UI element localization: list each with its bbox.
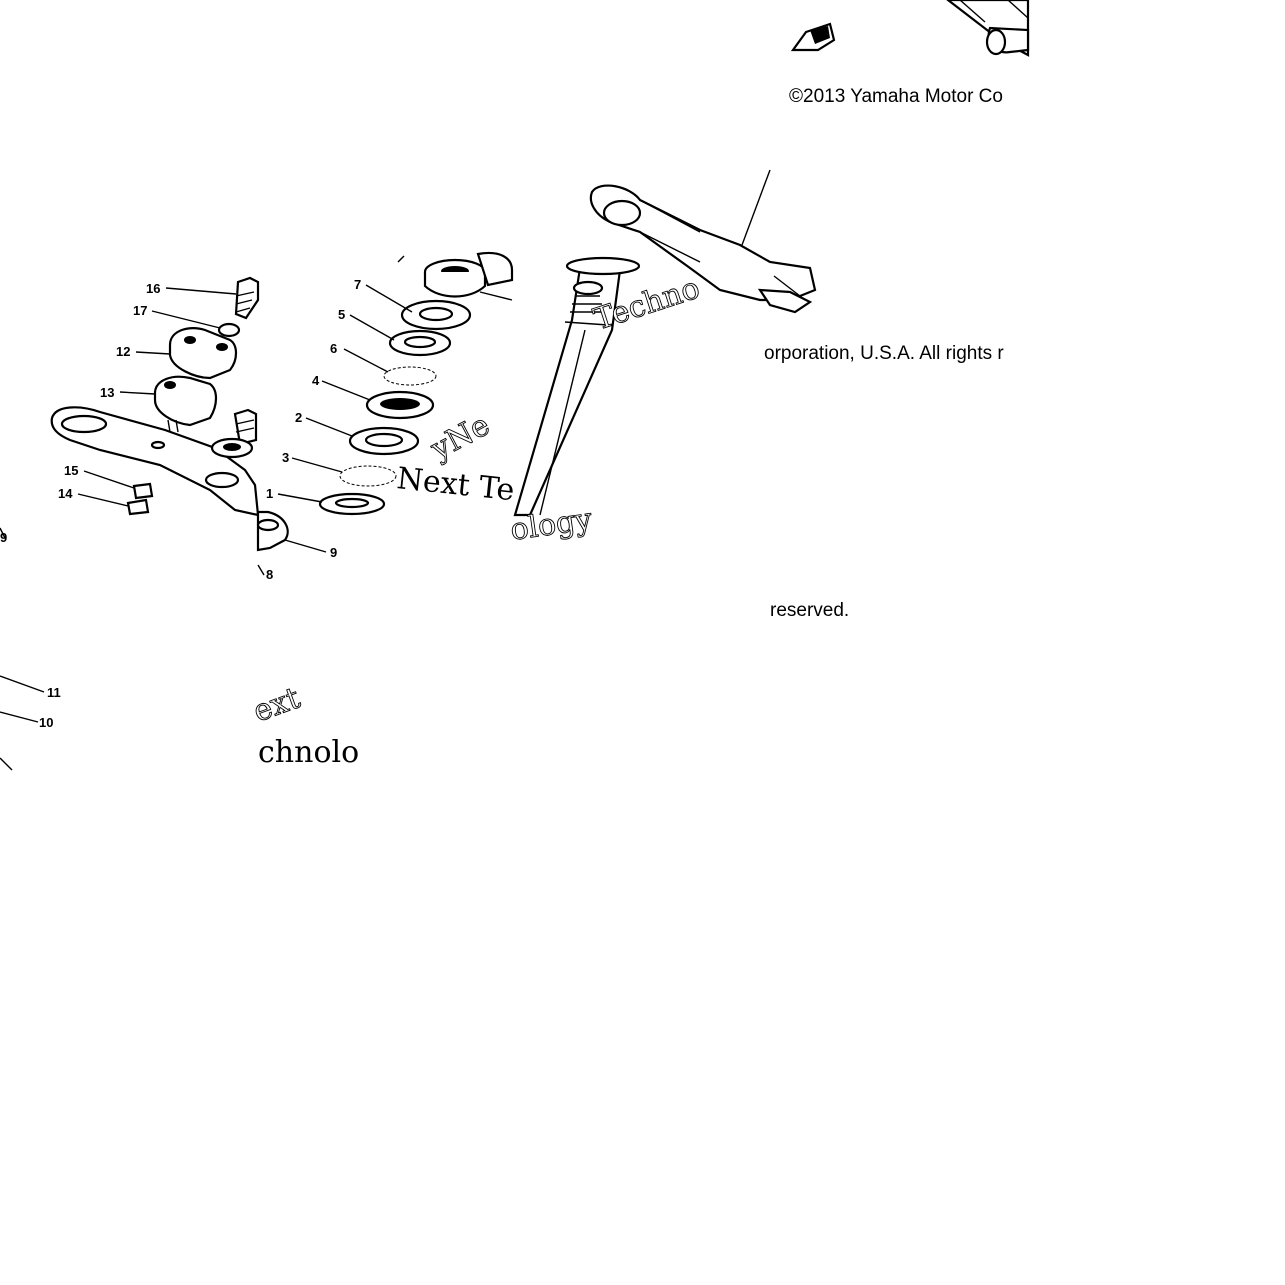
callout-15: 15 bbox=[64, 463, 78, 478]
callout-8: 8 bbox=[266, 567, 273, 582]
handlebar-bracket bbox=[50, 276, 260, 517]
watermark-a: yNe bbox=[424, 408, 495, 468]
top-right-fragment bbox=[946, 0, 1030, 57]
watermark-b: Next Te bbox=[395, 461, 516, 508]
callout-7: 7 bbox=[354, 277, 361, 292]
callout-16: 16 bbox=[146, 281, 160, 296]
lower-bracket-fragment bbox=[256, 510, 289, 576]
watermark-e: ext bbox=[249, 681, 305, 730]
bottom-left-fragment bbox=[0, 527, 45, 771]
clip-icon bbox=[790, 22, 836, 52]
watermark: yNe Next Te ology Techno ext chnolo bbox=[248, 270, 704, 770]
copyright-line-1: ©2013 Yamaha Motor Co bbox=[789, 86, 1003, 107]
callout-numbers: 16 17 12 13 15 14 7 5 6 4 2 3 1 9 8 9 11… bbox=[0, 277, 361, 730]
bearing-stack bbox=[318, 251, 514, 516]
watermark-f: chnolo bbox=[258, 735, 359, 770]
callout-12: 12 bbox=[116, 344, 130, 359]
callout-5: 5 bbox=[338, 307, 345, 322]
leader-lines bbox=[77, 284, 413, 553]
callout-10: 10 bbox=[39, 715, 53, 730]
steering-stem bbox=[513, 256, 641, 517]
callout-9: 9 bbox=[330, 545, 337, 560]
callout-17: 17 bbox=[133, 303, 147, 318]
callout-11: 11 bbox=[47, 685, 61, 700]
callout-3: 3 bbox=[282, 450, 289, 465]
under-bracket-fragment bbox=[589, 169, 817, 314]
callout-1: 1 bbox=[266, 486, 273, 501]
callout-4: 4 bbox=[312, 373, 320, 388]
callout-9-left: 9 bbox=[0, 530, 7, 545]
callout-14: 14 bbox=[58, 486, 73, 501]
callout-6: 6 bbox=[330, 341, 337, 356]
copyright-line-2: orporation, U.S.A. All rights r bbox=[764, 343, 1004, 364]
callout-2: 2 bbox=[295, 410, 302, 425]
copyright-line-3: reserved. bbox=[770, 600, 849, 621]
callout-13: 13 bbox=[100, 385, 114, 400]
